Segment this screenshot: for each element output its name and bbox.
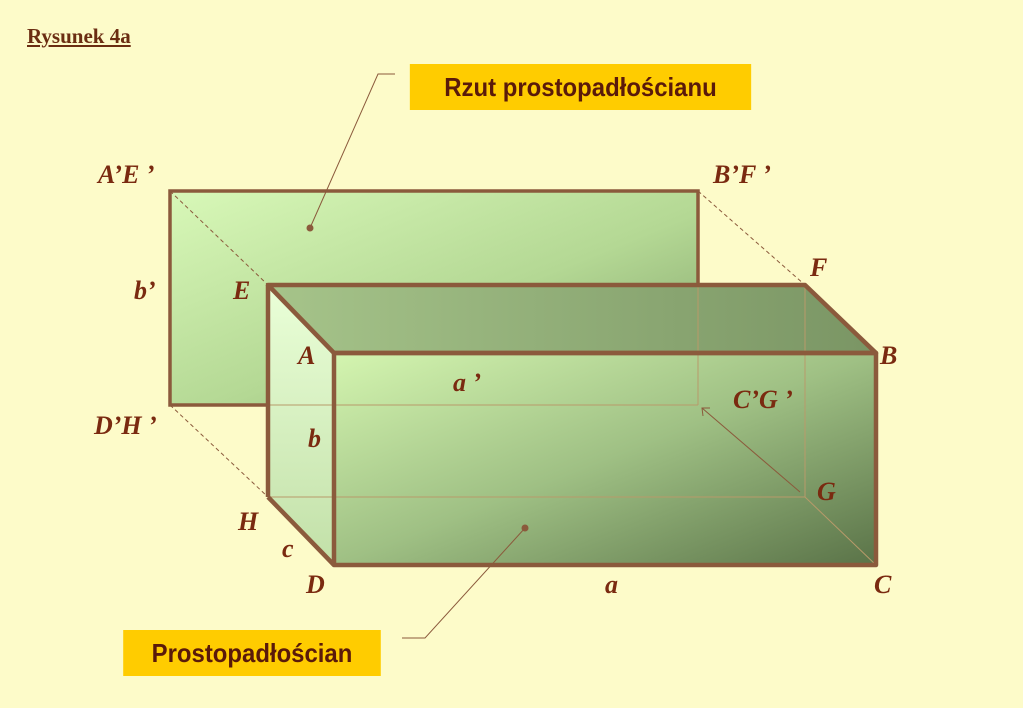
label-A: A xyxy=(296,341,315,370)
callout-cuboid-label: Prostopadłościan xyxy=(151,637,353,668)
callout-leaders xyxy=(309,73,526,639)
label-G: G xyxy=(817,477,836,506)
label-E: E xyxy=(232,276,250,305)
label-AE-projection: A’E ’ xyxy=(96,160,155,189)
label-C: C xyxy=(874,570,892,599)
label-H: H xyxy=(237,507,259,536)
label-F: F xyxy=(809,253,827,282)
callout-cuboid: Prostopadłościan xyxy=(123,630,381,676)
label-CG-projection: C’G ’ xyxy=(733,385,793,414)
projection-leader-dot xyxy=(306,224,314,232)
label-a-projection: a ’ xyxy=(453,368,481,397)
label-BF-projection: B’F ’ xyxy=(712,160,771,189)
label-b: b xyxy=(308,424,321,453)
projection-arrow xyxy=(701,407,801,493)
callout-projection-label: Rzut prostopadłościanu xyxy=(444,71,717,102)
cuboid-leader-dot xyxy=(521,524,529,532)
label-B: B xyxy=(879,341,897,370)
figure-title: Rysunek 4a xyxy=(27,24,131,48)
visible-edges xyxy=(265,282,879,568)
label-b-projection: b’ xyxy=(134,276,156,305)
callout-projection: Rzut prostopadłościanu xyxy=(409,64,752,110)
projector-lines xyxy=(169,190,806,498)
label-D: D xyxy=(305,570,325,599)
label-a: a xyxy=(605,570,618,599)
cuboid-left-face xyxy=(268,285,334,565)
label-DH-projection: D’H ’ xyxy=(93,411,157,440)
cuboid-front-face xyxy=(334,353,876,565)
hidden-edges xyxy=(268,285,877,566)
label-c: c xyxy=(282,534,294,563)
cuboid-top-face xyxy=(268,285,876,353)
